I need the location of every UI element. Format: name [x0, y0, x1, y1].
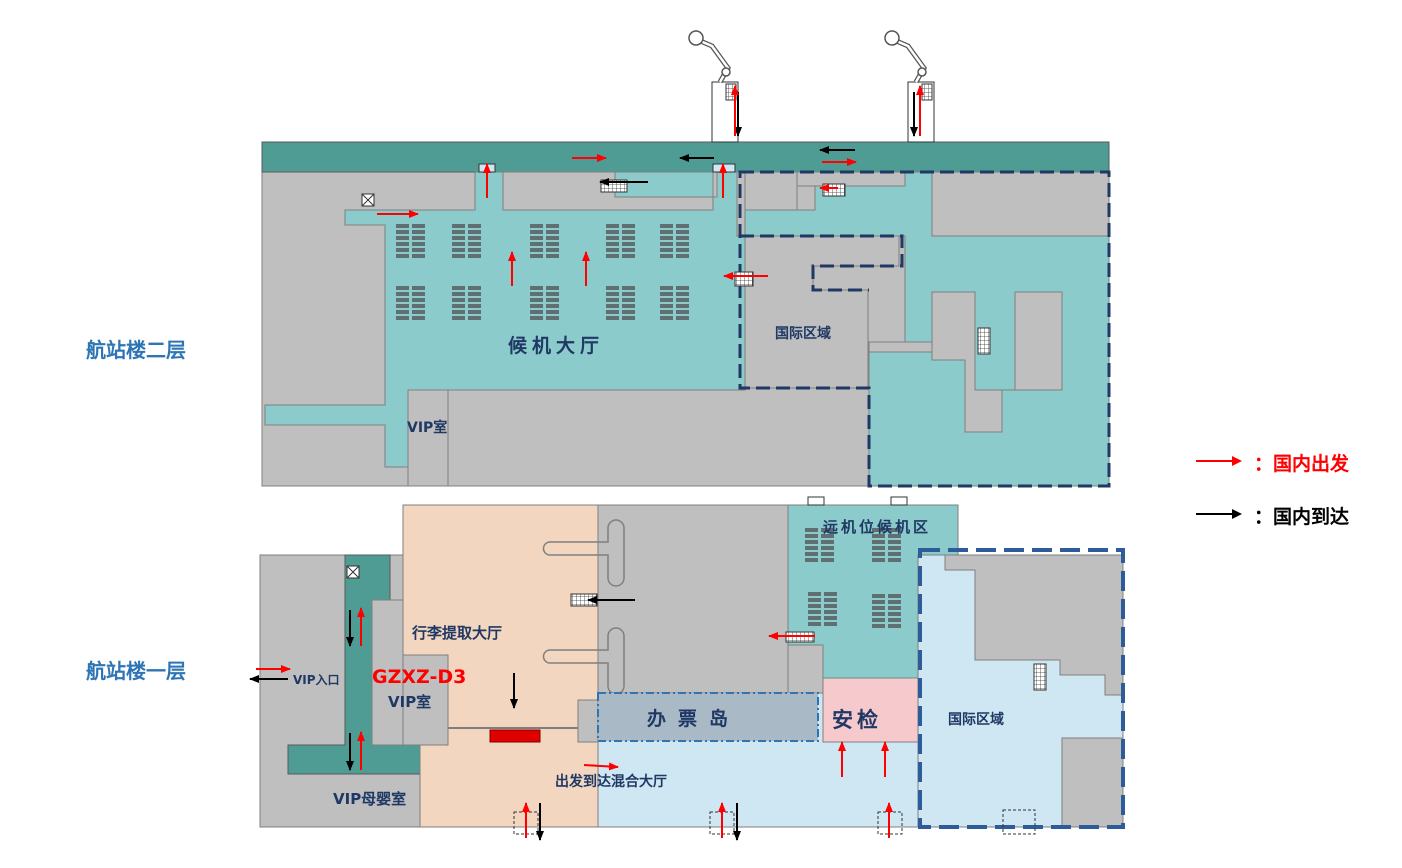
seat-block [660, 286, 689, 320]
seat-block [530, 224, 559, 258]
elevator-icon [346, 565, 360, 579]
vip-mother-baby-label: VIP母婴室 [333, 790, 407, 808]
lower-floor [259, 496, 1125, 835]
vip-upper-label: VIP室 [407, 420, 448, 436]
legend-arrival-arrow [1196, 509, 1242, 519]
checkin-island-label: 办票岛 [647, 708, 741, 730]
seating-icon [396, 224, 689, 320]
gate-code-label: GZXZ-D3 [372, 666, 467, 688]
seat-block [872, 528, 901, 562]
mixed-hall-label: 出发到达混合大厅 [555, 774, 667, 790]
intl-lower-label: 国际区域 [948, 712, 1004, 728]
intl-upper-label: 国际区域 [775, 326, 831, 342]
seat-block [808, 592, 837, 626]
seat-block [396, 224, 425, 258]
intl-room-d [931, 291, 1063, 433]
seat-block [606, 224, 635, 258]
vip-room-upper [407, 389, 449, 487]
door-icon [807, 496, 825, 506]
seat-block [452, 224, 481, 258]
vip-lower-label: VIP室 [388, 693, 432, 711]
escalator-icon [977, 327, 991, 355]
jet-bridge-icon [884, 30, 935, 143]
escalator-icon [1033, 663, 1047, 691]
gate-marker [489, 729, 541, 743]
floor-title-upper: 航站楼二层 [86, 338, 186, 362]
intl-room-c [931, 171, 1110, 237]
flow-arrows [249, 85, 924, 841]
baggage-hall-label: 行李提取大厅 [412, 624, 503, 642]
intl-room-b [796, 171, 906, 187]
seat-block [396, 286, 425, 320]
seat-block [872, 594, 901, 628]
seat-block [805, 528, 834, 562]
seat-block [660, 224, 689, 258]
vip-entrance-label: VIP入口 [293, 673, 340, 687]
seat-block [530, 286, 559, 320]
upper-floor [261, 30, 1111, 488]
seating-icon [805, 528, 901, 628]
waiting-hall-label: 候机大厅 [508, 335, 605, 357]
departure-arrow [583, 762, 619, 771]
seat-block [606, 286, 635, 320]
legend-departure-label: ：国内出发 [1254, 453, 1350, 475]
intl-boundary-upper [738, 170, 1111, 488]
escalator-icon [822, 183, 846, 197]
checkin-island [597, 692, 819, 742]
security-label: 安检 [832, 708, 882, 732]
elevator-icon [361, 193, 375, 207]
floor-title-lower: 航站楼一层 [86, 659, 186, 683]
jet-bridge-icon [688, 30, 739, 143]
legend-departure-arrow [1196, 456, 1242, 466]
intl-room-a [744, 171, 798, 211]
remote-waiting-label: 远机位候机区 [823, 518, 932, 536]
door-icon [890, 496, 908, 506]
seat-block [452, 286, 481, 320]
escalator-icon [734, 271, 754, 287]
vip-room-lower [402, 654, 449, 746]
legend-arrival-label: ：国内到达 [1254, 506, 1350, 528]
intl-boundary-lower [918, 548, 1125, 829]
upper-room-teal [614, 171, 714, 198]
security-area [822, 677, 919, 743]
